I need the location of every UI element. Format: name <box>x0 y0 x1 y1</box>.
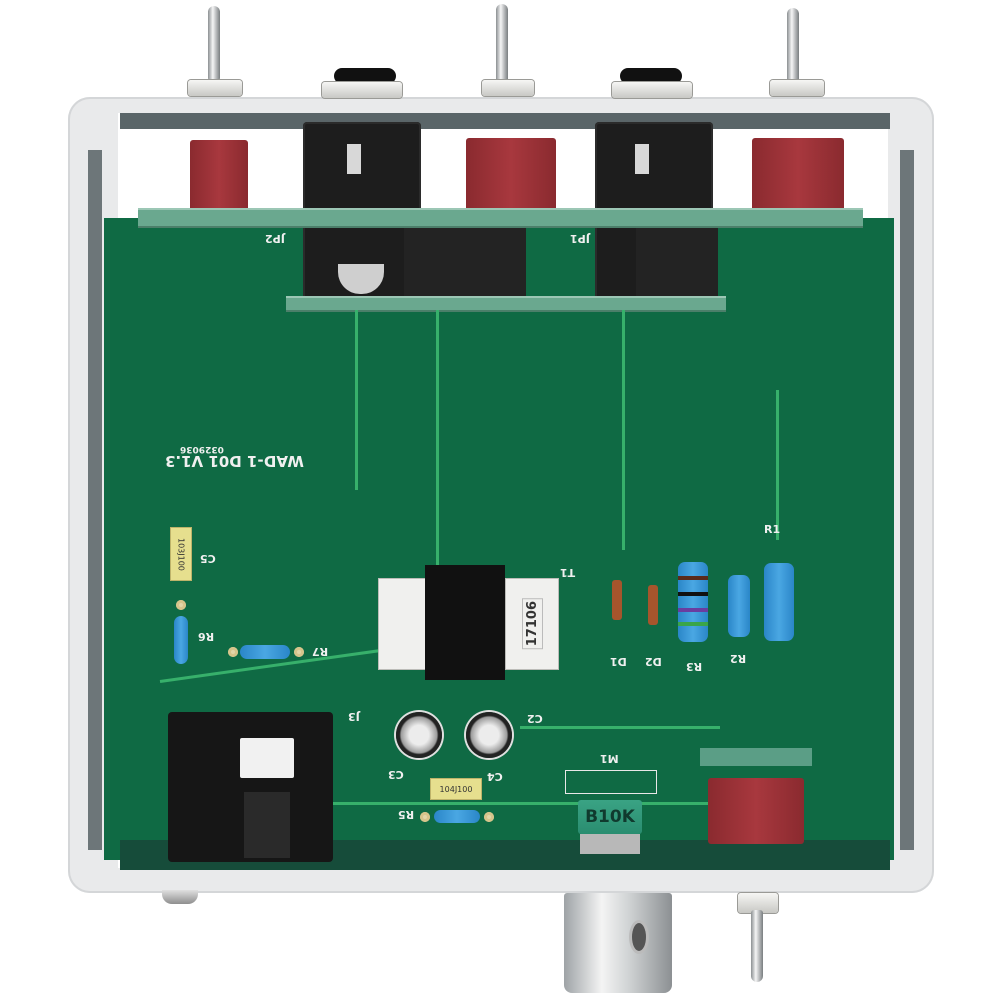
jack-ring-2 <box>620 68 682 84</box>
resistor-r7 <box>240 645 290 659</box>
pad <box>228 647 238 657</box>
label-c2: C2 <box>527 712 543 725</box>
daughter-board-upper <box>138 208 863 228</box>
pad <box>176 600 186 610</box>
capacitor-c4: 104J100 <box>430 778 482 800</box>
c5-marking: 103J100 <box>176 537 186 571</box>
pcb-trace <box>520 726 720 729</box>
transformer-bobbin-left <box>378 578 432 670</box>
resistor-r5 <box>434 810 480 823</box>
toggle-nut-left <box>188 80 242 96</box>
toggle-switch-pcb <box>700 748 812 766</box>
jack-contact <box>347 144 361 174</box>
xlr-socket <box>244 792 290 858</box>
resistor-r6 <box>174 616 188 664</box>
xlr-latch <box>240 738 294 778</box>
pcb-trace <box>355 310 358 490</box>
right-rail <box>900 150 914 850</box>
jack-contact <box>635 144 649 174</box>
label-c3: C3 <box>388 768 404 781</box>
label-t1: T1 <box>560 566 576 579</box>
toggle-nut-bottom <box>738 893 778 913</box>
toggle-switch-body-right <box>752 138 844 212</box>
label-jp2: JP2 <box>265 232 285 245</box>
toggle-lever-right[interactable] <box>787 8 799 82</box>
label-r2: R2 <box>730 652 747 665</box>
label-r1: R1 <box>764 523 781 536</box>
capacitor-c3 <box>396 712 442 758</box>
board-serial-label: 0329036 <box>180 444 224 454</box>
label-r7: R7 <box>312 645 329 658</box>
jack-ring-1 <box>334 68 396 84</box>
potentiometer-m1: B10K <box>578 800 642 834</box>
pad <box>420 812 430 822</box>
toggle-nut-right <box>770 80 824 96</box>
diode-d1 <box>612 580 622 620</box>
pad <box>484 812 494 822</box>
resistor-r1 <box>764 563 794 641</box>
label-r5: R5 <box>398 808 415 821</box>
pot-marking: B10K <box>585 807 635 827</box>
label-r3: R3 <box>686 660 703 673</box>
pcb-trace <box>622 310 625 550</box>
resistor-r2 <box>728 575 750 637</box>
toggle-switch-body-center <box>466 138 556 212</box>
toggle-lever-center[interactable] <box>496 4 508 82</box>
pcb-trace <box>436 310 439 568</box>
c4-marking: 104J100 <box>439 784 473 794</box>
toggle-lever-left[interactable] <box>208 6 220 81</box>
left-rail <box>88 150 102 850</box>
toggle-lever-bottom[interactable] <box>751 910 763 982</box>
label-d2: D2 <box>645 655 662 668</box>
transformer-marking: 17106 <box>521 598 543 650</box>
resistor-r3 <box>678 562 708 642</box>
transformer-core <box>425 565 505 680</box>
label-r6: R6 <box>198 630 215 643</box>
label-j3: J3 <box>348 710 360 723</box>
knob-set-screw <box>632 923 646 951</box>
toggle-switch-body-bottom <box>708 778 804 844</box>
label-c5: C5 <box>200 552 216 565</box>
jack-nut-2 <box>612 82 692 98</box>
pcb-trace <box>330 802 730 805</box>
label-jp1: JP1 <box>570 232 590 245</box>
toggle-switch-body-left <box>190 140 248 214</box>
toggle-nut-center <box>482 80 534 96</box>
xlr-output-j3 <box>168 712 333 862</box>
pad <box>294 647 304 657</box>
header-jp1 <box>636 225 718 300</box>
label-d1: D1 <box>610 655 627 668</box>
capacitor-c5: 103J100 <box>170 527 192 581</box>
screw-bottom-left <box>162 890 198 904</box>
transformer-bobbin-right: 17106 <box>505 578 559 670</box>
jack-nut-1 <box>322 82 402 98</box>
capacitor-c2 <box>466 712 512 758</box>
pot-footprint <box>565 770 657 794</box>
label-c4: C4 <box>487 770 503 783</box>
jack-bracket <box>338 264 384 294</box>
label-m1: M1 <box>600 752 619 765</box>
diode-d2 <box>648 585 658 625</box>
pot-bushing <box>580 834 640 854</box>
top-rail <box>120 113 890 129</box>
pcb-trace <box>776 390 779 540</box>
header-jp2 <box>404 225 526 300</box>
volume-knob[interactable] <box>564 893 672 993</box>
daughter-board-lower <box>286 296 726 312</box>
board-model-label: WAD-1 D01 V1.3 <box>165 452 304 470</box>
